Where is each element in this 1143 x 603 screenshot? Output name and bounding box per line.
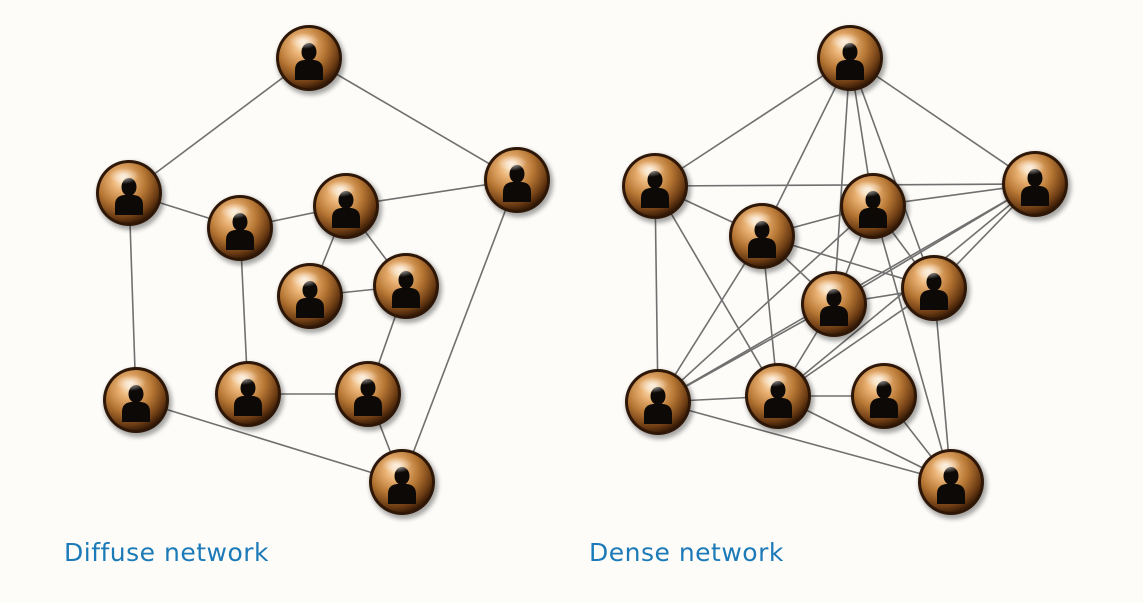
diffuse-edge	[401, 179, 518, 483]
dense-person-node	[851, 363, 920, 433]
dense-person-node	[1002, 151, 1071, 221]
dense-edge	[833, 57, 851, 305]
diffuse-person-node	[484, 147, 553, 217]
diffuse-person-node	[207, 195, 276, 265]
person-silhouette-icon	[392, 271, 420, 308]
dense-edge	[657, 205, 874, 403]
diffuse-person-node	[103, 367, 172, 437]
dense-person-node	[745, 363, 814, 433]
dense-network-edges	[654, 57, 1036, 483]
diffuse-person-node	[277, 263, 346, 333]
diffuse-person-node	[96, 160, 165, 230]
diffuse-person-node	[373, 253, 442, 323]
dense-person-node	[801, 271, 870, 341]
dense-person-node	[729, 203, 798, 273]
diffuse-edge	[308, 57, 518, 181]
dense-edge	[654, 183, 1036, 187]
diffuse-network-caption: Diffuse network	[64, 538, 270, 567]
dense-edge	[654, 57, 851, 187]
dense-person-node	[817, 25, 886, 95]
diffuse-edge	[128, 57, 310, 194]
diffuse-network-nodes	[96, 25, 553, 519]
dense-person-node	[901, 255, 970, 325]
diffuse-person-node	[369, 449, 438, 519]
dense-edge	[872, 205, 952, 483]
diffuse-person-node	[313, 173, 382, 243]
diffuse-person-node	[276, 25, 345, 95]
dense-network-graph	[622, 25, 1071, 519]
dense-edge	[654, 185, 779, 397]
person-silhouette-icon	[122, 385, 150, 422]
diffuse-network-graph	[96, 25, 553, 519]
person-silhouette-icon	[234, 379, 262, 416]
dense-network-nodes	[622, 25, 1071, 519]
dense-network-caption: Dense network	[589, 538, 784, 567]
dense-person-node	[622, 153, 691, 223]
diffuse-edge	[135, 399, 403, 483]
dense-person-node	[625, 369, 694, 439]
diffuse-person-node	[215, 361, 284, 431]
diffuse-person-node	[335, 361, 404, 431]
dense-person-node	[840, 173, 909, 243]
dense-edge	[657, 401, 952, 483]
dense-person-node	[918, 449, 987, 519]
